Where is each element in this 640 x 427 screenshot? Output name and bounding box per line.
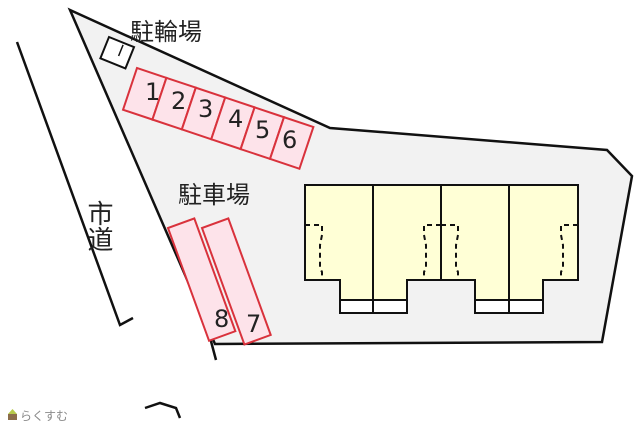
house-icon [8,409,17,414]
road-edge-line-bottom [144,401,182,419]
parking-row-1-6 [121,66,315,171]
balcony [339,299,374,314]
slot-number: 6 [282,126,297,154]
parking-slot-8 [166,217,237,343]
city-road-label: 市道 [83,200,113,252]
slot-number: 4 [228,105,243,133]
slot-number: 3 [198,95,213,123]
balcony [372,299,408,314]
slot-number: 5 [255,116,270,144]
logo: らくすむ [8,409,68,423]
logo-text: らくすむ [20,409,68,423]
bicycle-parking-box [99,35,136,70]
balcony [474,299,510,314]
bicycle-parking-label: 駐輪場 [130,18,202,46]
parking-slot-7 [200,217,273,346]
slot-number: 2 [171,87,186,115]
road-edge-line [15,41,134,327]
car-parking-label: 駐車場 [178,181,250,209]
slot-number: 8 [214,305,229,333]
parking-slot-6 [268,115,315,171]
slot-number: 7 [246,310,261,338]
apartment-building [304,184,579,314]
slot-number: 1 [145,78,160,106]
balcony [508,299,544,314]
